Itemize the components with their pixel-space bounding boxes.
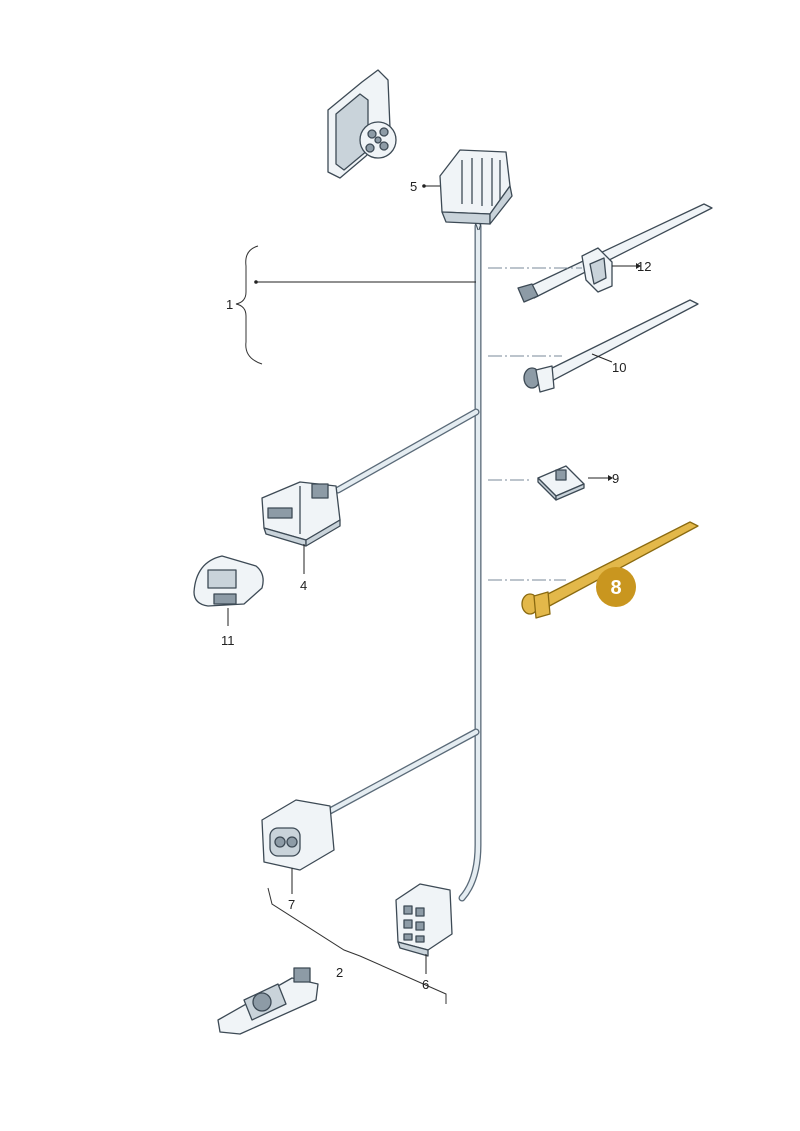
callout-5: 5 [410,179,417,194]
contact-housing-part-2 [217,967,319,1035]
highlight-badge-label[interactable]: 8 [610,577,621,599]
callout-labels: 1 5 12 10 9 4 11 7 2 6 [221,179,651,992]
dashed-reference-lines [488,267,582,581]
wiring-harness [324,207,487,902]
callout-7: 7 [288,897,295,912]
callout-11: 11 [221,633,235,648]
cable-tie-part-8-highlighted[interactable] [521,521,699,619]
cap-part-11 [193,555,264,607]
connector-housing-top [327,69,397,179]
cable-tie-part-10 [523,299,699,393]
callout-1: 1 [226,297,233,312]
highlight-badge-8[interactable]: 8 [596,567,636,607]
brackets [235,245,447,1004]
leader-lines [227,184,641,974]
clip-nut-part-9 [537,465,585,501]
callout-6: 6 [422,977,429,992]
connector-part-6 [395,883,453,957]
callout-12: 12 [637,259,651,274]
callout-9: 9 [612,471,619,486]
callout-2: 2 [336,965,343,980]
connector-part-4 [261,481,341,547]
cable-tie-part-12 [517,203,713,303]
callout-4: 4 [300,578,307,593]
callout-10: 10 [612,360,626,375]
connector-part-7 [261,799,335,871]
highlight-badge-circle[interactable] [596,567,636,607]
connector-part-5 [439,149,513,225]
